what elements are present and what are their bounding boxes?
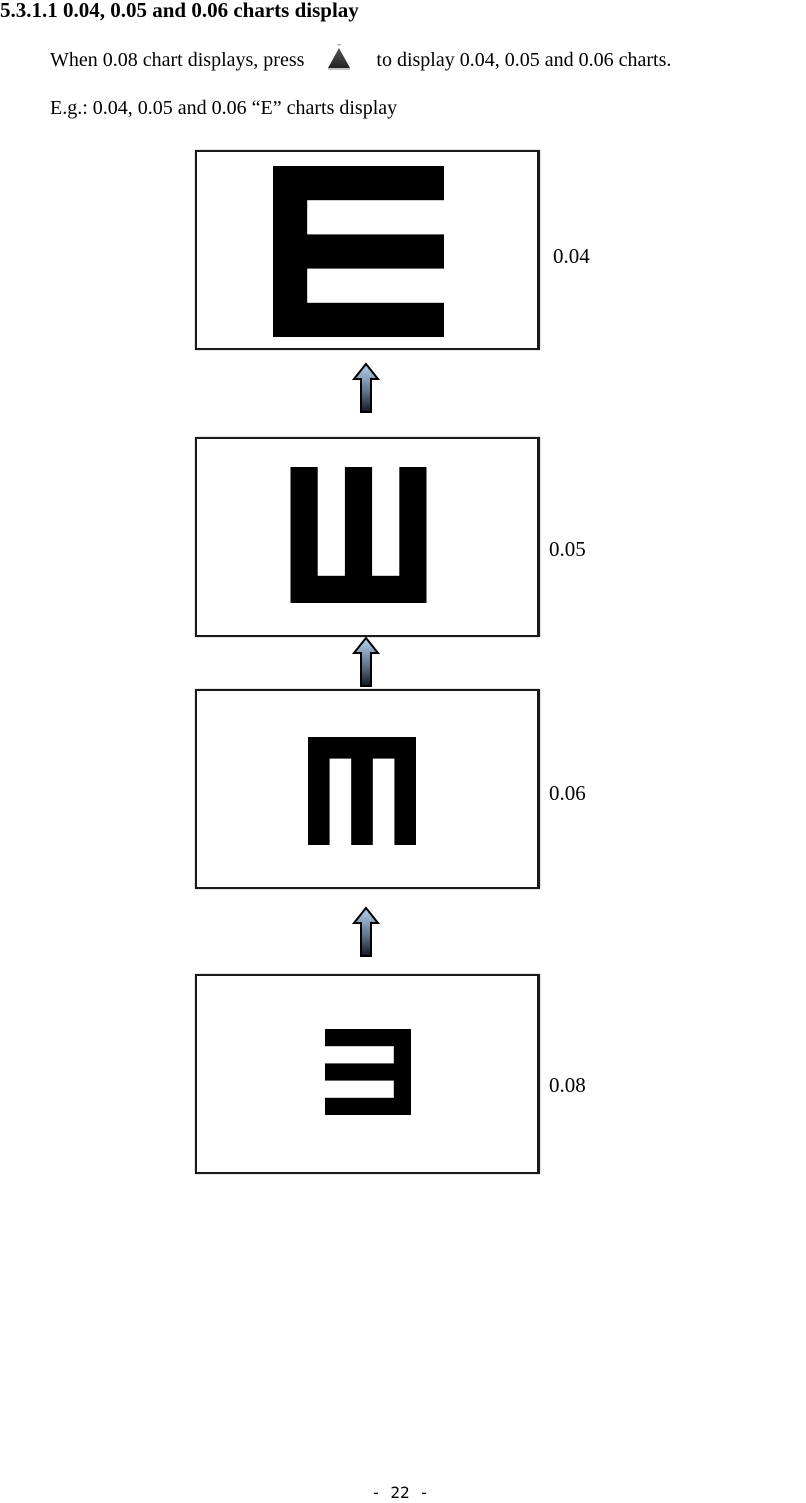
optotype-e-down bbox=[307, 737, 417, 845]
chart-label-0-05: 0.05 bbox=[549, 537, 586, 561]
instruction-paragraph: When 0.08 chart displays, press to displ… bbox=[50, 44, 672, 72]
optotype-e-up bbox=[290, 467, 427, 603]
up-arrow-icon bbox=[351, 636, 381, 687]
optotype-e-right bbox=[272, 166, 445, 337]
chart-label-0-06: 0.06 bbox=[549, 781, 586, 805]
instruction-text-after: to display 0.04, 0.05 and 0.06 charts. bbox=[376, 49, 672, 71]
page-number: - 22 - bbox=[371, 1483, 429, 1502]
up-arrow-icon bbox=[351, 906, 381, 957]
chart-0-04 bbox=[195, 150, 540, 350]
instruction-text-before: When 0.08 chart displays, press bbox=[50, 49, 305, 71]
chart-label-0-04: 0.04 bbox=[553, 244, 590, 268]
up-arrow-icon bbox=[351, 362, 381, 413]
section-heading: 5.3.1.1 0.04, 0.05 and 0.06 charts displ… bbox=[0, 0, 359, 22]
chart-0-05 bbox=[195, 437, 540, 637]
chart-0-06 bbox=[195, 689, 540, 889]
optotype-e-left bbox=[324, 1029, 412, 1115]
chart-0-08 bbox=[195, 974, 540, 1174]
example-caption: E.g.: 0.04, 0.05 and 0.06 “E” charts dis… bbox=[50, 97, 398, 119]
up-triangle-button-icon bbox=[328, 44, 351, 71]
chart-label-0-08: 0.08 bbox=[549, 1073, 586, 1097]
